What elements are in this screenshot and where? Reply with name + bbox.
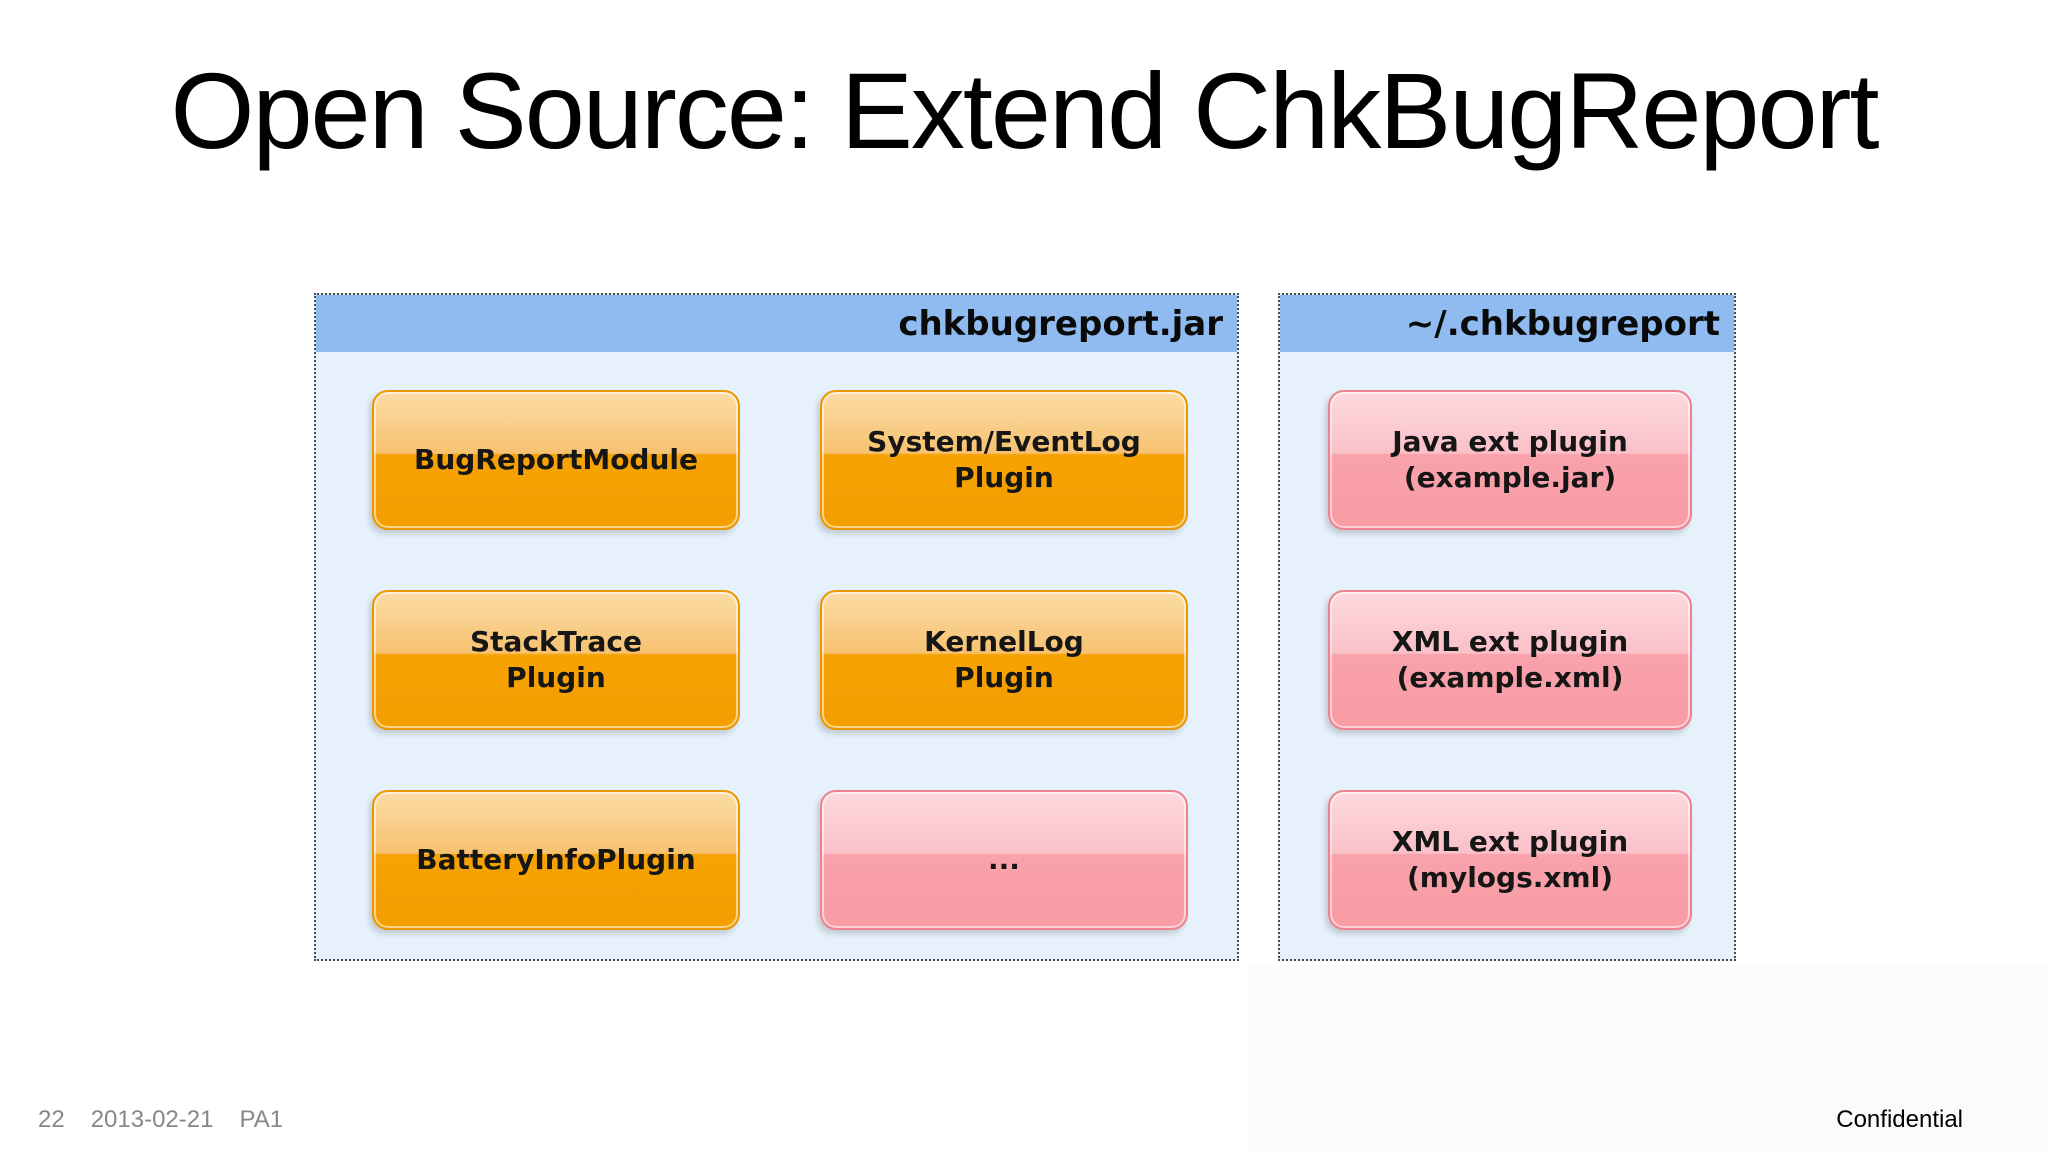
plugin-box-kernellog: KernelLog Plugin	[820, 590, 1188, 730]
plugin-box-label: StackTrace Plugin	[470, 624, 642, 694]
jar-container-title: chkbugreport.jar	[898, 303, 1223, 344]
ext-container: ~/.chkbugreport Java ext plugin (example…	[1278, 293, 1736, 961]
ext-container-header: ~/.chkbugreport	[1280, 295, 1734, 352]
plugin-box-label: KernelLog Plugin	[924, 624, 1084, 694]
plugin-box-bugreportmodule: BugReportModule	[372, 390, 740, 530]
plugin-box-batteryinfo: BatteryInfoPlugin	[372, 790, 740, 930]
slide-title: Open Source: Extend ChkBugReport	[170, 50, 1879, 171]
plugin-box-system-eventlog: System/EventLog Plugin	[820, 390, 1188, 530]
ext-container-title: ~/.chkbugreport	[1405, 303, 1720, 344]
ext-box-label: XML ext plugin (example.xml)	[1391, 624, 1629, 694]
plugin-box-label: ...	[988, 842, 1020, 876]
background-shade-region	[1248, 966, 2048, 1152]
page-number: 22	[38, 1106, 65, 1133]
ext-box-xml-mylogs: XML ext plugin (mylogs.xml)	[1328, 790, 1692, 930]
confidential-label: Confidential	[1836, 1106, 1963, 1133]
plugin-box-stacktrace: StackTrace Plugin	[372, 590, 740, 730]
plugin-box-label: BatteryInfoPlugin	[416, 842, 696, 876]
footer-date: 2013-02-21	[90, 1106, 214, 1133]
jar-container: chkbugreport.jar BugReportModule System/…	[314, 293, 1239, 961]
ext-box-label: XML ext plugin (mylogs.xml)	[1391, 824, 1629, 894]
ext-box-java-plugin: Java ext plugin (example.jar)	[1328, 390, 1692, 530]
ext-box-label: Java ext plugin (example.jar)	[1392, 424, 1628, 494]
slide-footer-meta: 22 2013-02-21 PA1	[38, 1106, 283, 1134]
jar-container-header: chkbugreport.jar	[316, 295, 1237, 352]
ext-box-xml-example: XML ext plugin (example.xml)	[1328, 590, 1692, 730]
footer-revision: PA1	[239, 1106, 284, 1133]
plugin-box-label: BugReportModule	[413, 442, 698, 476]
plugin-box-ellipsis: ...	[820, 790, 1188, 930]
plugin-box-label: System/EventLog Plugin	[867, 424, 1141, 494]
